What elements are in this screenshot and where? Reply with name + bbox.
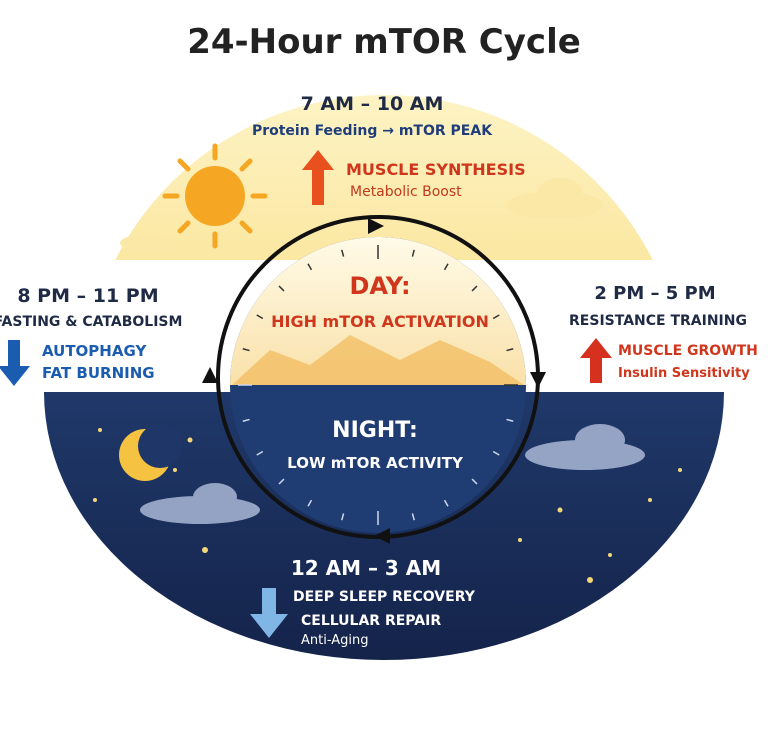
clock-tick [492,314,500,320]
clock-tick [492,450,500,456]
evening-subtitle: FASTING & CATABOLISM [0,314,183,330]
clock-tick [471,285,478,292]
clock-tick [256,450,264,456]
clock-tick [443,263,449,271]
arrow-head-right [530,372,546,388]
clock-tick [506,418,514,422]
stars [93,428,682,583]
down-arrow-icon-evening [0,340,30,386]
arrow-head-left [202,367,218,383]
night-window-time: 12 AM – 3 AM [290,556,442,580]
clock-tick [307,263,313,271]
cloud-icon [120,178,603,252]
clock-ticks [238,245,518,525]
clock-tick [411,249,415,257]
clock-tick [506,348,514,352]
morning-effect-1: MUSCLE SYNTHESIS [346,160,526,179]
day-label: DAY: [349,272,411,300]
down-arrow-icon-night [250,588,288,638]
day-text: HIGH mTOR ACTIVATION [271,312,489,331]
night-window-effect-2: Anti-Aging [301,633,369,648]
clock-tick [242,418,250,422]
clock-tick [443,499,449,507]
night-label: NIGHT: [332,418,418,443]
page-title: 24-Hour mTOR Cycle [187,22,581,62]
morning-subtitle: Protein Feeding → mTOR PEAK [251,123,493,139]
day-sky [115,95,653,260]
clock-tick [278,478,285,485]
arrow-head-top [368,218,384,234]
night-text: LOW mTOR ACTIVITY [287,454,463,472]
moon-icon [119,424,182,481]
morning-effect-2: Metabolic Boost [350,184,462,200]
afternoon-subtitle: RESISTANCE TRAINING [569,313,747,329]
clock-tick [256,314,264,320]
sun-icon [162,143,268,249]
clock-tick [411,513,415,521]
evening-time: 8 PM – 11 PM [17,285,159,307]
up-arrow-icon-afternoon [580,338,612,383]
clock [202,215,546,544]
afternoon-time: 2 PM – 5 PM [594,283,716,304]
morning-time: 7 AM – 10 AM [300,93,444,115]
afternoon-effect-1: MUSCLE GROWTH [618,343,758,359]
clock-tick [341,249,345,257]
night-window-effect-1: CELLULAR REPAIR [301,613,442,629]
clock-tick [341,513,345,521]
arrow-head-bottom [374,528,390,544]
up-arrow-icon-morning [302,150,334,205]
clock-tick [307,499,313,507]
evening-effect-1: AUTOPHAGY [42,342,147,360]
afternoon-effect-2: Insulin Sensitivity [618,366,750,381]
clock-tick [278,285,285,292]
evening-effect-2: FAT BURNING [42,364,155,382]
clock-tick [471,478,478,485]
night-cloud-icon [140,424,645,524]
night-window-subtitle: DEEP SLEEP RECOVERY [293,589,475,605]
clock-tick [242,348,250,352]
